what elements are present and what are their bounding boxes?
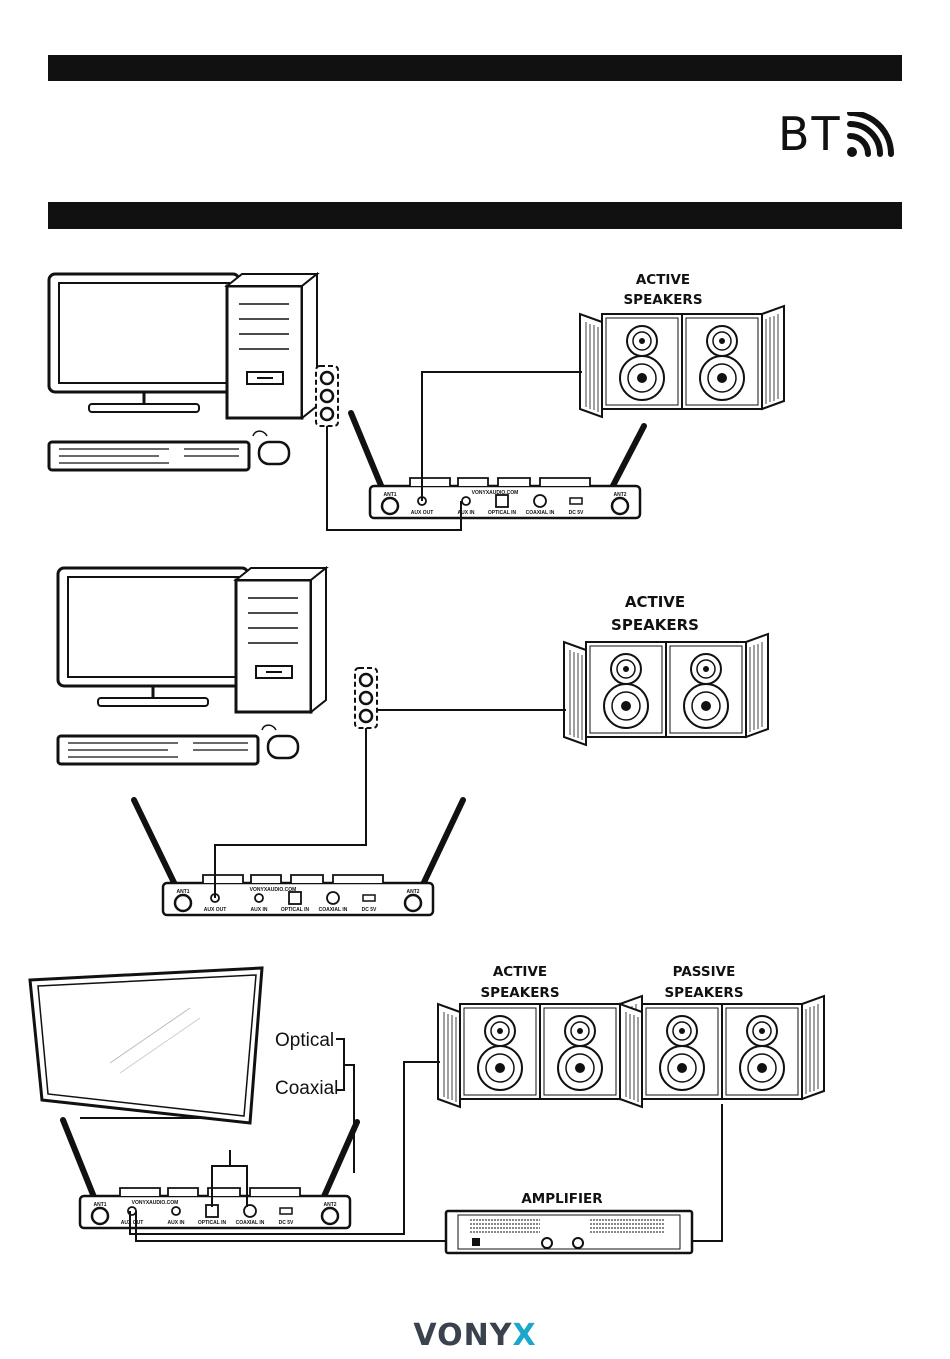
receiver-ant2-3: ANT2 — [323, 1202, 336, 1208]
antenna-right-2 — [415, 797, 466, 898]
receiver-coaxial-2: COAXIAL IN — [319, 907, 348, 913]
active-speakers-3 — [438, 996, 642, 1107]
receiver-optical-1: OPTICAL IN — [488, 510, 517, 516]
active-speakers-2 — [564, 634, 768, 745]
vonyx-logo: VONYX — [0, 1318, 950, 1353]
active-speakers-1 — [580, 306, 784, 417]
setup-3: Optical Coaxial ACTIVE SPEAKERS PASSIVE … — [28, 964, 824, 1255]
cable-pc-to-aux-out-2 — [214, 728, 367, 898]
computer-2 — [56, 566, 328, 766]
cable-aux-out-to-active-speakers — [129, 1061, 440, 1235]
receiver-coaxial-1: COAXIAL IN — [526, 510, 555, 516]
receiver-aux-out-2: AUX OUT — [204, 907, 227, 913]
optical-label: Optical — [275, 1030, 334, 1051]
cable-aux-out-to-amplifier — [135, 1211, 446, 1242]
receiver-ant2-2: ANT2 — [406, 889, 419, 895]
receiver-ant1-3: ANT1 — [93, 1202, 106, 1208]
receiver-optical-2: OPTICAL IN — [281, 907, 310, 913]
jack-panel-1 — [314, 364, 340, 428]
speakers-label-1b: SPEAKERS — [623, 292, 702, 308]
receiver-aux-in-1: AUX IN — [458, 510, 475, 516]
receiver-dc-1: DC 5V — [569, 510, 584, 516]
section-header-bar-bottom — [48, 202, 902, 229]
cable-amplifier-to-passive-speakers — [692, 1104, 723, 1242]
receiver-coaxial-3: COAXIAL IN — [236, 1220, 265, 1226]
receiver-dc-2: DC 5V — [362, 907, 377, 913]
receiver-aux-in-3: AUX IN — [168, 1220, 185, 1226]
passive-label-3b: SPEAKERS — [664, 985, 743, 1001]
amplifier-label: AMPLIFIER — [521, 1191, 603, 1207]
cable-pc-to-aux-in-1 — [326, 426, 462, 531]
cable-aux-out-to-speakers-1 — [421, 371, 582, 501]
wireless-signal-icon — [847, 112, 894, 157]
receiver-optical-3: OPTICAL IN — [198, 1220, 227, 1226]
active-label-3b: SPEAKERS — [480, 985, 559, 1001]
speakers-label-2a: ACTIVE — [625, 593, 685, 611]
receiver-dc-3: DC 5V — [279, 1220, 294, 1226]
logo-accent: X — [512, 1318, 537, 1353]
active-label-3a: ACTIVE — [493, 964, 547, 980]
receiver-ant1-2: ANT1 — [176, 889, 189, 895]
bluetooth-badge: BT — [778, 108, 902, 160]
passive-speakers-3 — [620, 996, 824, 1107]
television — [28, 966, 264, 1125]
receiver-ant1-1: ANT1 — [383, 492, 396, 498]
setup-2: ACTIVE SPEAKERS VONYXAUDIO.COM ANT1 ANT2… — [56, 566, 768, 917]
computer-1 — [47, 272, 319, 472]
coaxial-label: Coaxial — [275, 1078, 338, 1099]
passive-label-3a: PASSIVE — [673, 964, 736, 980]
section-header-bar-top — [48, 55, 902, 81]
antenna-left-2 — [131, 797, 183, 898]
speakers-label-2b: SPEAKERS — [611, 616, 699, 634]
speakers-label-1a: ACTIVE — [636, 272, 690, 288]
logo-main: VONY — [413, 1318, 513, 1353]
receiver-ant2-1: ANT2 — [613, 492, 626, 498]
receiver-brand-3: VONYXAUDIO.COM — [132, 1200, 179, 1206]
amplifier — [444, 1209, 694, 1255]
setup-1: ACTIVE SPEAKERS VONYXAUDIO.COM ANT1 ANT2… — [47, 272, 784, 531]
tv-output-bracket — [336, 1038, 355, 1173]
bluetooth-label: BT — [778, 107, 842, 161]
receiver-brand-2: VONYXAUDIO.COM — [250, 887, 297, 893]
receiver-aux-in-2: AUX IN — [251, 907, 268, 913]
antenna-left-3 — [60, 1117, 101, 1210]
receiver-brand-1: VONYXAUDIO.COM — [472, 490, 519, 496]
jack-panel-2 — [353, 666, 379, 730]
cable-tv-to-optical-coaxial — [211, 1150, 248, 1207]
receiver-aux-out-3: AUX OUT — [121, 1220, 144, 1226]
receiver-aux-out-1: AUX OUT — [411, 510, 434, 516]
